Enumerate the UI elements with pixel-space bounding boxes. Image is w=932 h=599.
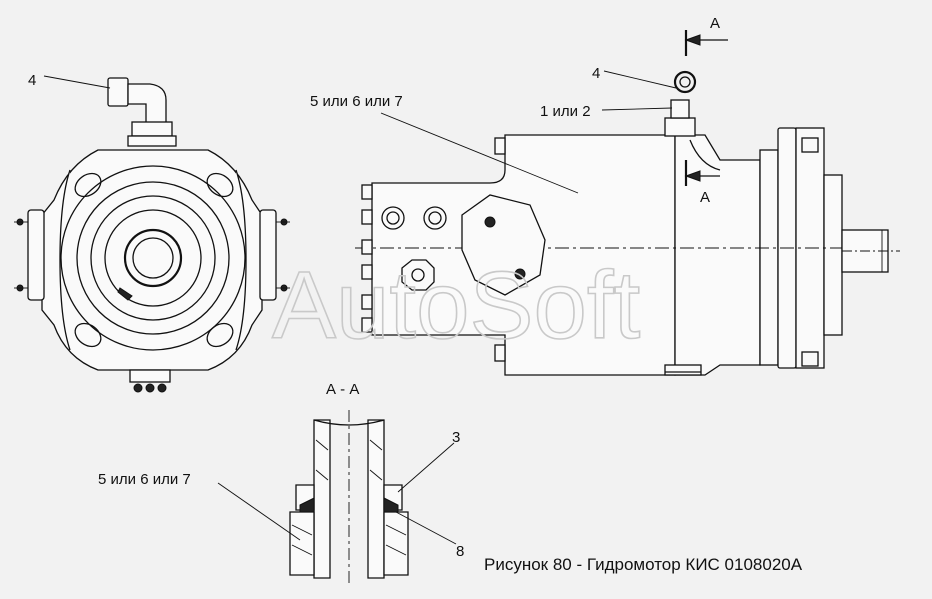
label-washer: 8 xyxy=(456,543,464,560)
outer-ring xyxy=(60,165,246,351)
label-housing: 5 или 6 или 7 xyxy=(310,93,403,110)
section-title: А - А xyxy=(326,381,359,398)
mounting-flange-ring xyxy=(759,149,779,366)
section-body-left xyxy=(289,511,315,576)
shaft-collar xyxy=(823,174,843,336)
label-side-fitting: 4 xyxy=(592,65,600,82)
front-view xyxy=(14,75,290,393)
side-fitting-banjo xyxy=(673,70,697,94)
left-ear xyxy=(59,169,71,351)
front-elbow-fitting xyxy=(107,77,177,147)
label-seal: 3 xyxy=(452,429,460,446)
section-a-a xyxy=(217,410,457,585)
left-flange xyxy=(27,209,45,301)
section-body-right xyxy=(383,511,409,576)
right-ear xyxy=(235,169,247,351)
label-section-housing: 5 или 6 или 7 xyxy=(98,471,191,488)
end-cover xyxy=(674,134,761,376)
shaft-bore xyxy=(123,228,183,288)
side-view xyxy=(355,30,900,376)
watermark: AutoSoft xyxy=(272,252,640,359)
section-pipe-left-wall xyxy=(313,419,331,579)
label-front-fitting: 4 xyxy=(28,72,36,89)
drain-plug xyxy=(401,259,435,291)
section-marker-top: А xyxy=(710,15,720,32)
figure-caption: Рисунок 80 - Гидромотор КИС 0108020А xyxy=(484,555,803,574)
section-pipe-right-wall xyxy=(367,419,385,579)
label-connector: 1 или 2 xyxy=(540,103,591,120)
right-flange xyxy=(259,209,277,301)
section-marker-bottom: А xyxy=(700,189,710,206)
port-plate xyxy=(461,194,546,296)
connector-body xyxy=(664,117,696,137)
